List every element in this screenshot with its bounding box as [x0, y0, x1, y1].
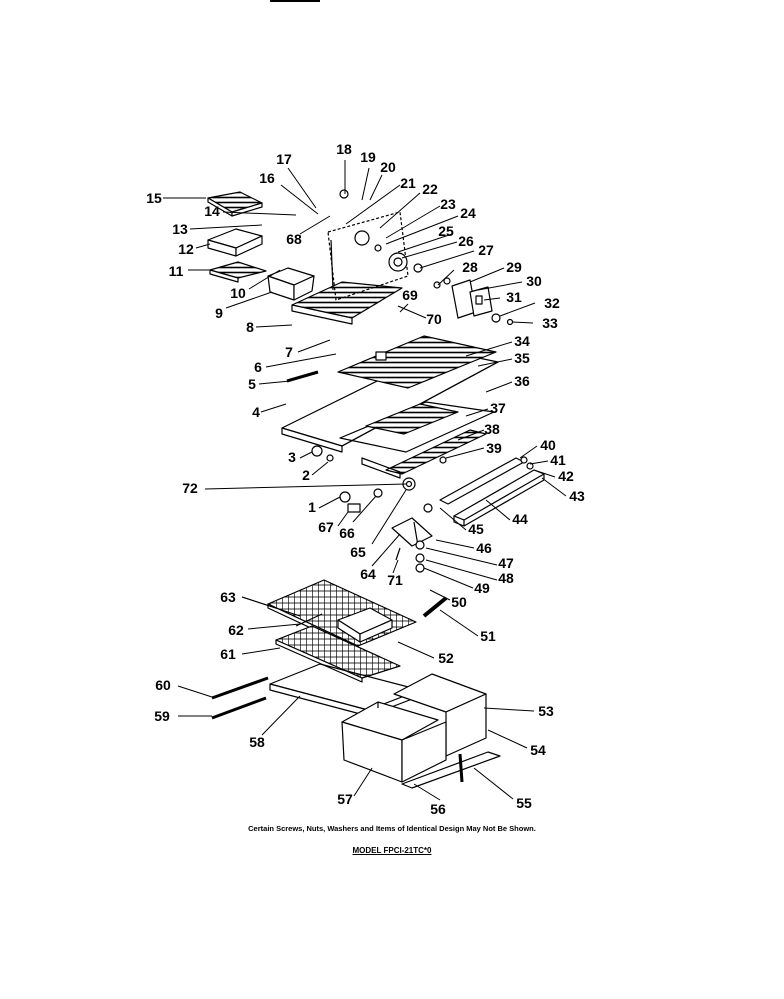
callout-21: 21 — [400, 175, 416, 191]
callout-14: 14 — [204, 203, 220, 219]
callout-72: 72 — [182, 480, 198, 496]
callout-4: 4 — [252, 404, 260, 420]
crisper-cover-rail — [439, 456, 545, 527]
callout-42: 42 — [558, 468, 574, 484]
callout-15: 15 — [146, 190, 162, 206]
crisper-drawers — [341, 673, 501, 789]
callout-41: 41 — [550, 452, 566, 468]
callout-65: 65 — [350, 544, 366, 560]
callout-61: 61 — [220, 646, 236, 662]
callout-11: 11 — [169, 263, 184, 279]
callout-50: 50 — [451, 594, 467, 610]
fasteners — [286, 370, 447, 513]
callout-40: 40 — [540, 437, 556, 453]
callout-48: 48 — [498, 570, 514, 586]
footnote: Certain Screws, Nuts, Washers and Items … — [248, 824, 536, 833]
callout-29: 29 — [506, 259, 522, 275]
control-housing — [433, 277, 514, 326]
callout-5: 5 — [248, 376, 256, 392]
callout-20: 20 — [380, 159, 396, 175]
callout-59: 59 — [154, 708, 170, 724]
callout-2: 2 — [302, 467, 310, 483]
callout-69: 69 — [402, 287, 418, 303]
callout-8: 8 — [246, 319, 254, 335]
callout-32: 32 — [544, 295, 560, 311]
callout-57: 57 — [337, 791, 353, 807]
callout-22: 22 — [422, 181, 438, 197]
callout-25: 25 — [438, 223, 454, 239]
callout-58: 58 — [249, 734, 265, 750]
freezer-shelf — [291, 281, 403, 325]
callout-64: 64 — [360, 566, 376, 582]
callout-66: 66 — [339, 525, 355, 541]
callout-55: 55 — [516, 795, 532, 811]
callout-3: 3 — [288, 449, 296, 465]
callout-60: 60 — [155, 677, 171, 693]
callout-23: 23 — [440, 196, 456, 212]
callout-16: 16 — [259, 170, 275, 186]
callout-44: 44 — [512, 511, 528, 527]
callout-28: 28 — [462, 259, 478, 275]
evaporator-cover — [327, 189, 423, 301]
callout-56: 56 — [430, 801, 446, 817]
callout-17: 17 — [276, 151, 292, 167]
callout-62: 62 — [228, 622, 244, 638]
ice-server-bracket — [207, 228, 263, 257]
top-edge-mark — [270, 0, 320, 2]
callout-31: 31 — [506, 289, 522, 305]
ice-tray-lower — [209, 261, 267, 283]
callout-10: 10 — [230, 285, 246, 301]
callout-52: 52 — [438, 650, 454, 666]
callout-39: 39 — [486, 440, 502, 456]
callout-54: 54 — [530, 742, 546, 758]
shelf-supports — [211, 596, 448, 720]
callout-13: 13 — [172, 221, 188, 237]
callout-71: 71 — [387, 572, 403, 588]
callout-46: 46 — [476, 540, 492, 556]
callout-53: 53 — [538, 703, 554, 719]
callout-33: 33 — [542, 315, 558, 331]
callout-30: 30 — [526, 273, 542, 289]
callout-70: 70 — [426, 311, 442, 327]
callout-47: 47 — [498, 555, 514, 571]
callout-7: 7 — [285, 344, 293, 360]
callout-27: 27 — [478, 242, 494, 258]
callout-34: 34 — [514, 333, 530, 349]
callout-49: 49 — [474, 580, 490, 596]
callout-51: 51 — [480, 628, 496, 644]
callout-36: 36 — [514, 373, 530, 389]
callout-45: 45 — [468, 521, 484, 537]
refrigerator-shelves — [267, 579, 417, 683]
callout-19: 19 — [360, 149, 376, 165]
callout-18: 18 — [336, 141, 352, 157]
model-number-text: MODEL FPCI-21TC*0 — [352, 846, 432, 855]
callout-26: 26 — [458, 233, 474, 249]
callout-35: 35 — [514, 350, 530, 366]
callout-63: 63 — [220, 589, 236, 605]
divider-section — [281, 335, 499, 479]
callout-1: 1 — [308, 499, 316, 515]
callout-43: 43 — [569, 488, 585, 504]
center-bracket — [391, 503, 433, 573]
callout-68: 68 — [286, 231, 302, 247]
leader-lines — [163, 160, 567, 801]
callout-6: 6 — [254, 359, 262, 375]
callout-12: 12 — [178, 241, 194, 257]
callout-67: 67 — [318, 519, 334, 535]
callout-38: 38 — [484, 421, 500, 437]
callout-37: 37 — [490, 400, 506, 416]
part-drawings — [207, 189, 545, 789]
callout-24: 24 — [460, 205, 476, 221]
callout-9: 9 — [215, 305, 223, 321]
model-number: MODEL FPCI-21TC*0 — [0, 846, 784, 855]
ice-bucket — [267, 267, 315, 301]
